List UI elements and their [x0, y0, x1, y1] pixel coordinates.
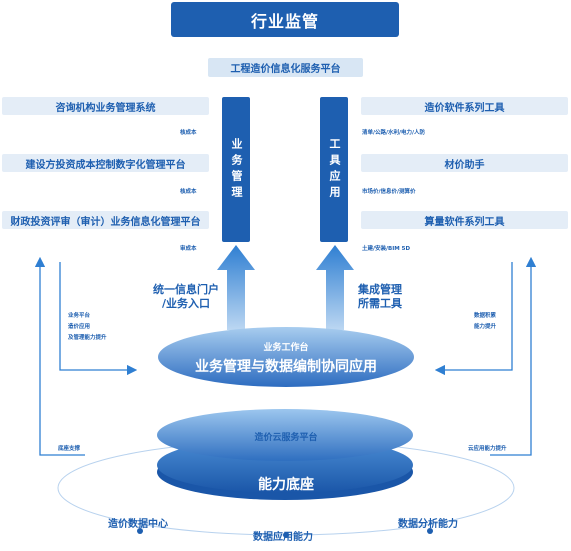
left-upper-note-2: 造价应用: [68, 324, 91, 330]
data-application-label: 数据应用能力: [253, 532, 313, 543]
workbench-label: 业务工作台: [263, 343, 309, 353]
left-item-3-note: 审成本: [180, 246, 197, 252]
portal-label-line-2: /业务入口: [161, 297, 211, 310]
data-center-label: 造价数据中心: [108, 519, 168, 530]
business-management-bar: 业务管理: [222, 97, 250, 242]
right-item-1: 造价软件系列工具: [361, 97, 568, 115]
data-analysis-label: 数据分析能力: [398, 519, 458, 530]
right-item-1-note: 清单/公路/水利/电力/人防: [362, 130, 426, 136]
left-up-arrow: [34, 256, 85, 456]
orbit-dot-left: [137, 528, 143, 534]
integration-label-line-1: 集成管理: [358, 283, 402, 296]
left-item-3: 财政投资评审（审计）业务信息化管理平台: [2, 211, 209, 229]
left-upper-notes: 业务平台 造价应用 及管理能力提升: [68, 311, 107, 344]
right-big-arrow: [316, 245, 354, 330]
right-item-3: 算量软件系列工具: [361, 211, 568, 229]
left-item-1: 咨询机构业务管理系统: [2, 97, 209, 115]
left-item-1-note: 核成本: [180, 130, 197, 136]
right-lower-note: 云应用能力提升: [468, 446, 507, 452]
workbench-title: 业务管理与数据编制协同应用: [195, 359, 377, 375]
right-item-2: 材价助手: [361, 154, 568, 172]
right-item-3-note: 土建/安装/BIM 5D: [362, 246, 411, 252]
portal-label: 统一信息门户 /业务入口: [150, 283, 222, 311]
capability-base-title: 能力底座: [258, 477, 314, 493]
orbit-dot-center: [283, 532, 289, 538]
right-up-arrow: [490, 256, 537, 456]
right-upper-note-2: 能力提升: [474, 324, 497, 330]
left-lower-note: 底座支撑: [58, 446, 81, 452]
left-upper-note-3: 及管理能力提升: [68, 335, 107, 341]
right-upper-notes: 数据积累 能力提升: [474, 311, 496, 333]
portal-label-line-1: 统一信息门户: [153, 283, 219, 296]
right-down-arrow: [434, 262, 513, 376]
integration-label: 集成管理 所需工具: [350, 283, 410, 311]
workbench-disc: [158, 327, 414, 387]
industry-regulation-box: 行业监管: [171, 2, 399, 37]
cloud-platform-label: 造价云服务平台: [254, 433, 318, 443]
left-big-arrow: [217, 245, 255, 330]
right-item-2-note: 市场价/信息价/测算价: [362, 189, 416, 195]
left-item-2-note: 核成本: [180, 189, 197, 195]
cloud-disc-top: [157, 409, 413, 461]
left-upper-note-1: 业务平台: [68, 313, 91, 319]
right-upper-note-1: 数据积累: [474, 313, 497, 319]
left-item-2: 建设方投资成本控制数字化管理平台: [2, 154, 209, 172]
integration-label-line-2: 所需工具: [358, 297, 402, 310]
left-down-arrow: [59, 262, 138, 376]
tool-application-bar: 工具应用: [320, 97, 348, 242]
orbit-dot-right: [427, 528, 433, 534]
info-platform-box: 工程造价信息化服务平台: [208, 58, 363, 77]
